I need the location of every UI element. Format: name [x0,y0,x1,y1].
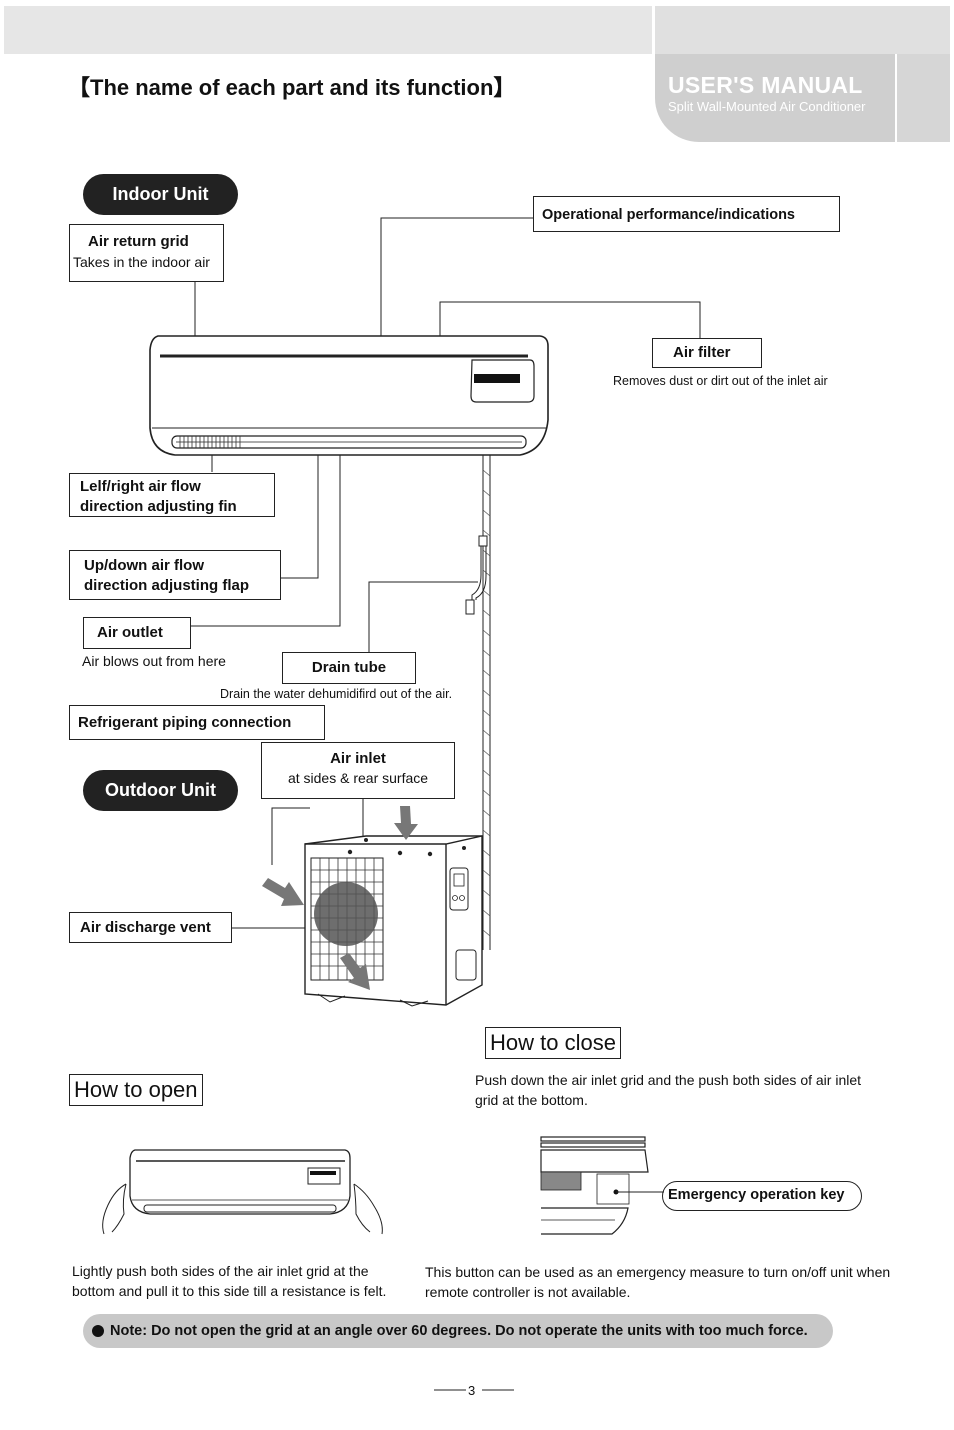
air-return-grid-callout: Air return grid Takes in the indoor air [69,224,224,282]
air-inlet-name: Air inlet [330,750,386,767]
drain-tube-drawing [465,535,488,615]
operational-callout: Operational performance/indications [533,196,840,232]
header-bar-right [655,6,950,54]
how-to-open-title: How to open [69,1074,203,1106]
outdoor-unit-drawing [304,835,483,1007]
manual-subtitle: Split Wall-Mounted Air Conditioner [668,99,866,114]
how-to-open-text: Lightly push both sides of the air inlet… [72,1263,387,1299]
page-number: 3 [468,1383,476,1398]
how-to-close-text: Push down the air inlet grid and the pus… [475,1072,862,1108]
air-filter-desc: Removes dust or dirt out of the inlet ai… [613,374,828,388]
drain-tube-desc: Drain the water dehumidifird out of the … [220,687,453,701]
manual-tab-edge [897,54,950,142]
how-to-open-drawing [102,1149,383,1235]
air-inlet-desc: at sides & rear surface [287,770,429,786]
ud-flap-line1: Up/down air flow [84,557,204,574]
manual-title: USER'S MANUAL [668,72,863,98]
air-discharge-callout: Air discharge vent [69,912,232,943]
ud-flap-callout: Up/down air flow direction adjusting fla… [69,550,281,600]
air-outlet-callout: Air outlet [83,617,191,649]
emergency-key-callout: Emergency operation key [662,1181,862,1211]
lr-fin-line2: direction adjusting fin [80,498,237,515]
air-inlet-callout: Air inlet at sides & rear surface [261,742,455,799]
how-to-close-title: How to close [485,1027,621,1059]
manual-tab [655,54,895,142]
air-return-grid-desc: Takes in the indoor air [73,254,210,270]
how-to-close-drawing [540,1136,664,1235]
air-outlet-desc: Air blows out from here [82,653,226,669]
drain-tube-callout: Drain tube [282,652,416,684]
bullet-icon [92,1325,104,1337]
refrigerant-pipe [482,455,491,950]
note-text: Note: Do not open the grid at an angle o… [110,1323,808,1339]
airflow-arrows [262,806,418,990]
lr-fin-line1: Lelf/right air flow [80,478,201,495]
indoor-unit-label: Indoor Unit [83,174,238,215]
outdoor-unit-label: Outdoor Unit [83,770,238,811]
note-bar: Note: Do not open the grid at an angle o… [83,1314,833,1348]
page-heading: 【The name of each part and its function】 [68,75,516,100]
air-filter-callout: Air filter [652,338,762,368]
refrigerant-callout: Refrigerant piping connection [69,705,325,740]
emergency-text: This button can be used as an emergency … [425,1264,891,1300]
air-return-grid-name: Air return grid [88,233,189,250]
ud-flap-line2: direction adjusting flap [84,577,250,594]
header-bar [4,6,652,54]
indoor-unit-drawing [149,335,549,456]
lr-fin-callout: Lelf/right air flow direction adjusting … [69,473,275,517]
